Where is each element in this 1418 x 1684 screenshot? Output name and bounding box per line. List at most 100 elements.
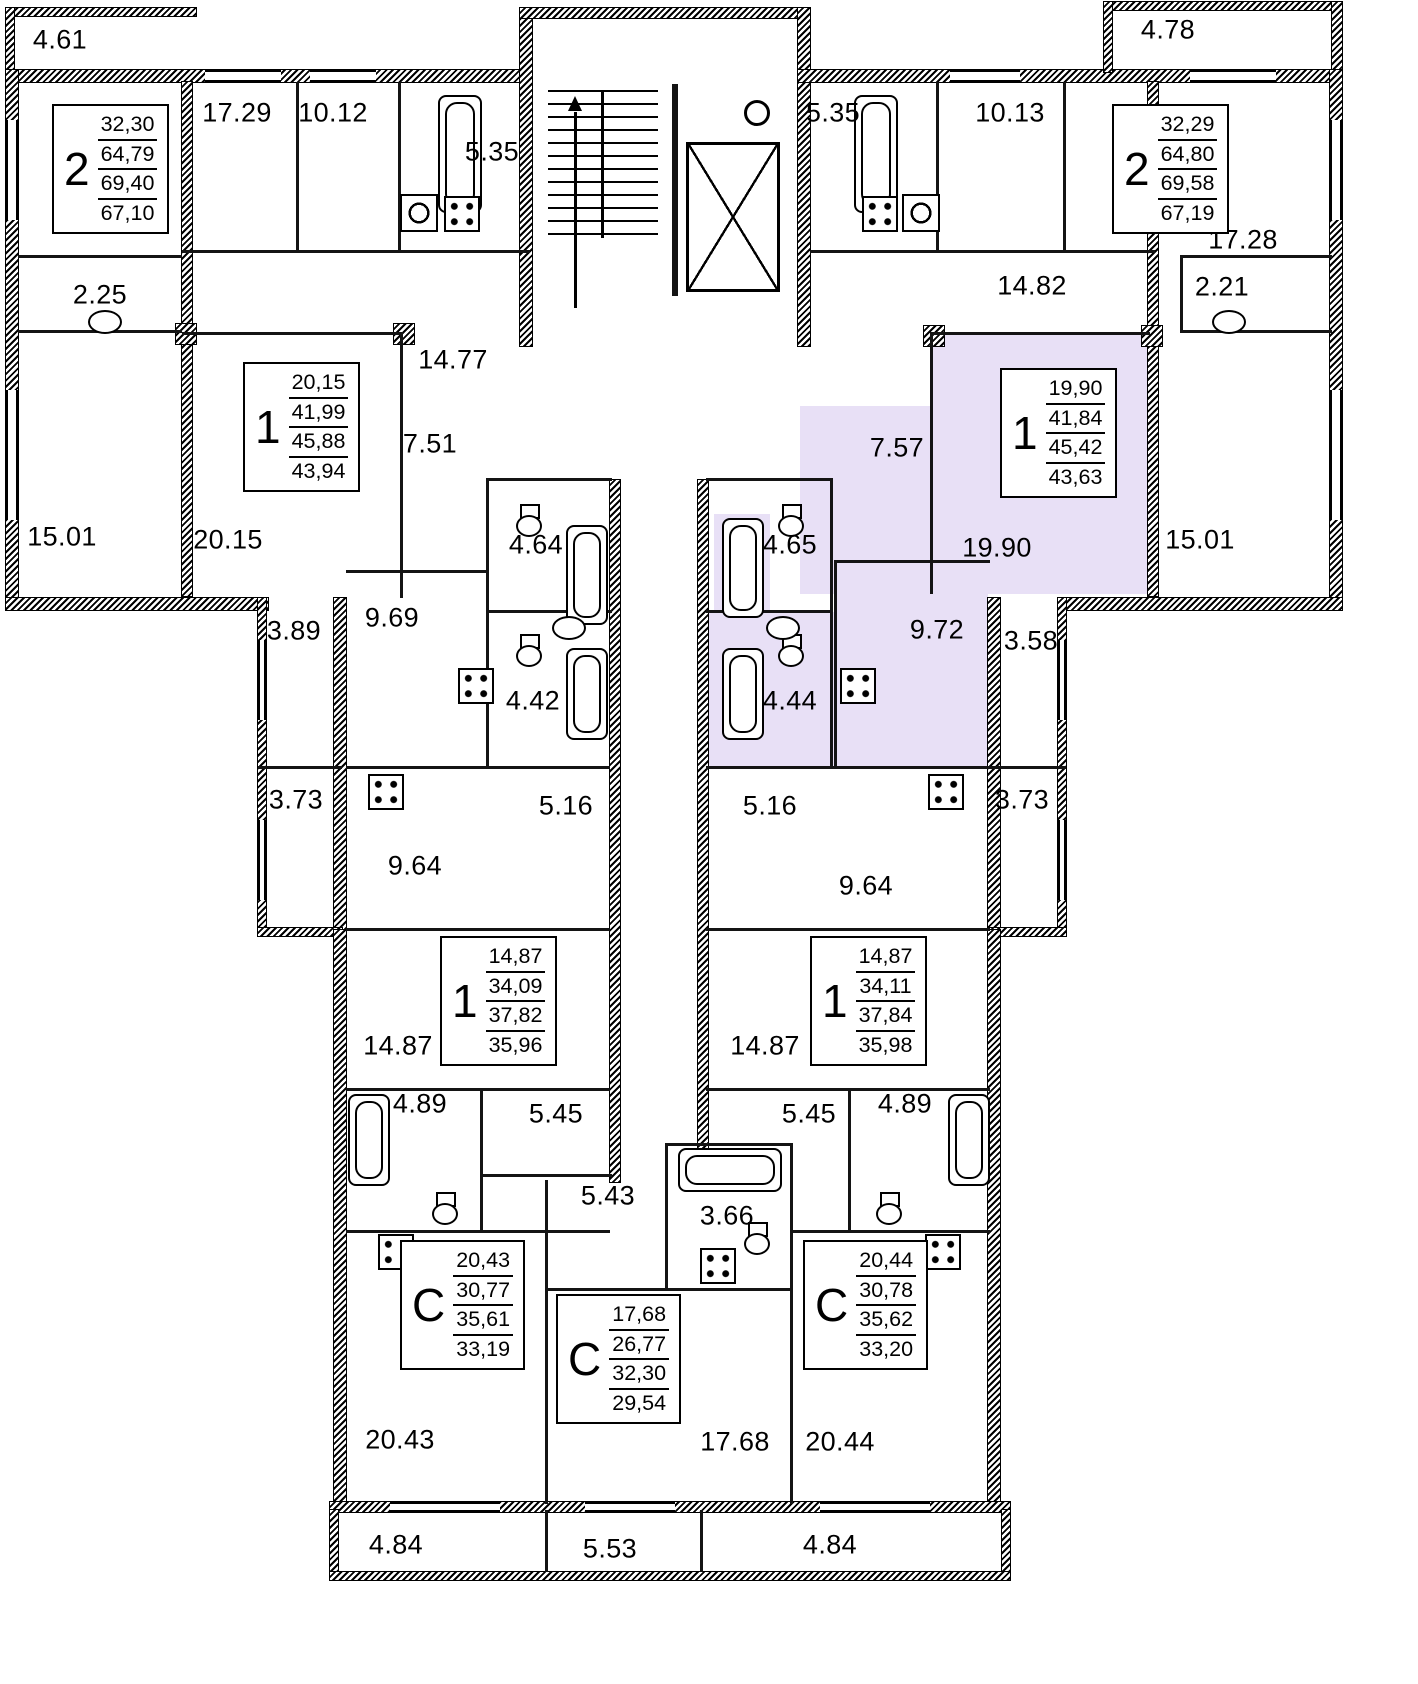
partition [1180,255,1332,258]
partition [346,928,610,931]
room-area-label: 20.15 [193,524,263,555]
room-area-label: 17.29 [202,97,272,128]
riser-circle-icon [744,100,770,126]
room-area-label: 20.43 [365,1424,435,1455]
partition [830,478,833,768]
partition [400,332,403,598]
apartment-rooms-count: 1 [255,401,281,454]
window [820,1502,930,1512]
partition [398,82,401,250]
wall-segment [5,597,269,611]
window [1190,70,1276,82]
wall-pier [1141,325,1163,347]
partition [790,1143,793,1290]
window [1058,640,1066,720]
sink-icon [552,616,586,640]
wall-segment [333,597,347,931]
apartment-areas: 20,44 30,78 35,62 33,20 [856,1247,917,1363]
wall-segment [987,597,1001,931]
area-value: 45,42 [1045,434,1106,464]
room-area-label: 14.87 [363,1030,433,1061]
area-value: 34,11 [856,973,915,1003]
stove-icon [925,1234,961,1270]
area-value: 33,19 [456,1336,511,1361]
room-area-label: 4.78 [1140,14,1196,45]
bathtub-icon [438,95,482,213]
stair-rail [601,90,604,238]
room-area-label: 3.66 [699,1200,755,1231]
partition [706,766,990,769]
room-area-label: 10.13 [975,97,1045,128]
apartment-spec-box[interactable]: С 17,68 26,77 32,30 29,54 [556,1294,682,1425]
window [258,820,266,900]
apartment-spec-box[interactable]: 2 32,30 64,79 69,40 67,10 [52,104,170,235]
apartment-spec-box[interactable]: 1 14,87 34,09 37,82 35,96 [440,936,558,1067]
wall-pier [923,325,945,347]
bathtub-icon [566,648,608,740]
area-value: 67,19 [1160,200,1215,225]
sink-icon [88,310,122,334]
apartment-spec-box[interactable]: 1 20,15 41,99 45,88 43,94 [243,362,361,493]
partition [988,766,1066,769]
apartment-spec-box[interactable]: С 20,44 30,78 35,62 33,20 [803,1240,929,1371]
partition [1180,330,1332,333]
apartment-areas: 20,15 41,99 45,88 43,94 [288,369,349,485]
partition [182,332,403,335]
room-area-label: 4.44 [762,685,818,716]
bathtub-icon [948,1094,990,1186]
wall-segment [257,927,343,937]
wall-segment [329,1571,1011,1581]
room-area-label: 4.65 [762,529,818,560]
partition [346,766,610,769]
partition [668,1143,792,1146]
room-area-label: 9.64 [838,870,894,901]
room-area-label: 2.25 [72,279,128,310]
room-area-label: 4.89 [392,1088,448,1119]
window [205,70,281,82]
area-value: 20,43 [453,1247,514,1277]
apartment-rooms-count: 1 [452,975,478,1028]
stove-icon [928,774,964,810]
room-area-label: 5.45 [781,1098,837,1129]
sink-icon [1212,310,1246,334]
area-value: 64,79 [97,141,158,171]
area-value: 29,54 [612,1390,667,1415]
apartment-spec-box[interactable]: С 20,43 30,77 35,61 33,19 [400,1240,526,1371]
elevator-icon [686,142,780,292]
wall-segment [697,479,709,1183]
area-value: 35,98 [858,1032,913,1057]
apartment-rooms-count: С [815,1279,849,1332]
partition [1180,255,1183,333]
apartment-spec-box-selected[interactable]: 1 19,90 41,84 45,42 43,63 [1000,368,1118,499]
window [1058,820,1066,900]
window [585,1502,675,1512]
room-area-label: 4.64 [508,529,564,560]
room-area-label: 14.82 [997,270,1067,301]
room-area-label: 10.12 [298,97,368,128]
sink-icon [766,616,800,640]
apartment-spec-box[interactable]: 1 14,87 34,11 37,84 35,98 [810,936,928,1067]
apartment-rooms-count: С [412,1279,446,1332]
apartment-areas: 14,87 34,11 37,84 35,98 [855,943,916,1059]
partition [930,332,1150,335]
area-value: 41,84 [1045,405,1106,435]
selected-apartment-region[interactable] [834,560,988,766]
bathtub-icon [566,525,608,625]
room-area-label: 4.89 [877,1088,933,1119]
area-value: 64,80 [1157,141,1218,171]
wall-segment [1103,1,1341,11]
area-value: 67,10 [100,200,155,225]
window [258,640,266,720]
area-value: 35,96 [488,1032,543,1057]
partition [18,255,182,258]
area-value: 17,68 [609,1301,670,1331]
area-value: 43,63 [1048,464,1103,489]
wall-pier [393,323,415,345]
partition [258,766,342,769]
room-area-label: 5.53 [582,1533,638,1564]
wall-segment [797,7,811,347]
area-value: 35,62 [856,1306,917,1336]
apartment-rooms-count: 2 [64,143,90,196]
apartment-spec-box[interactable]: 2 32,29 64,80 69,58 67,19 [1112,104,1230,235]
